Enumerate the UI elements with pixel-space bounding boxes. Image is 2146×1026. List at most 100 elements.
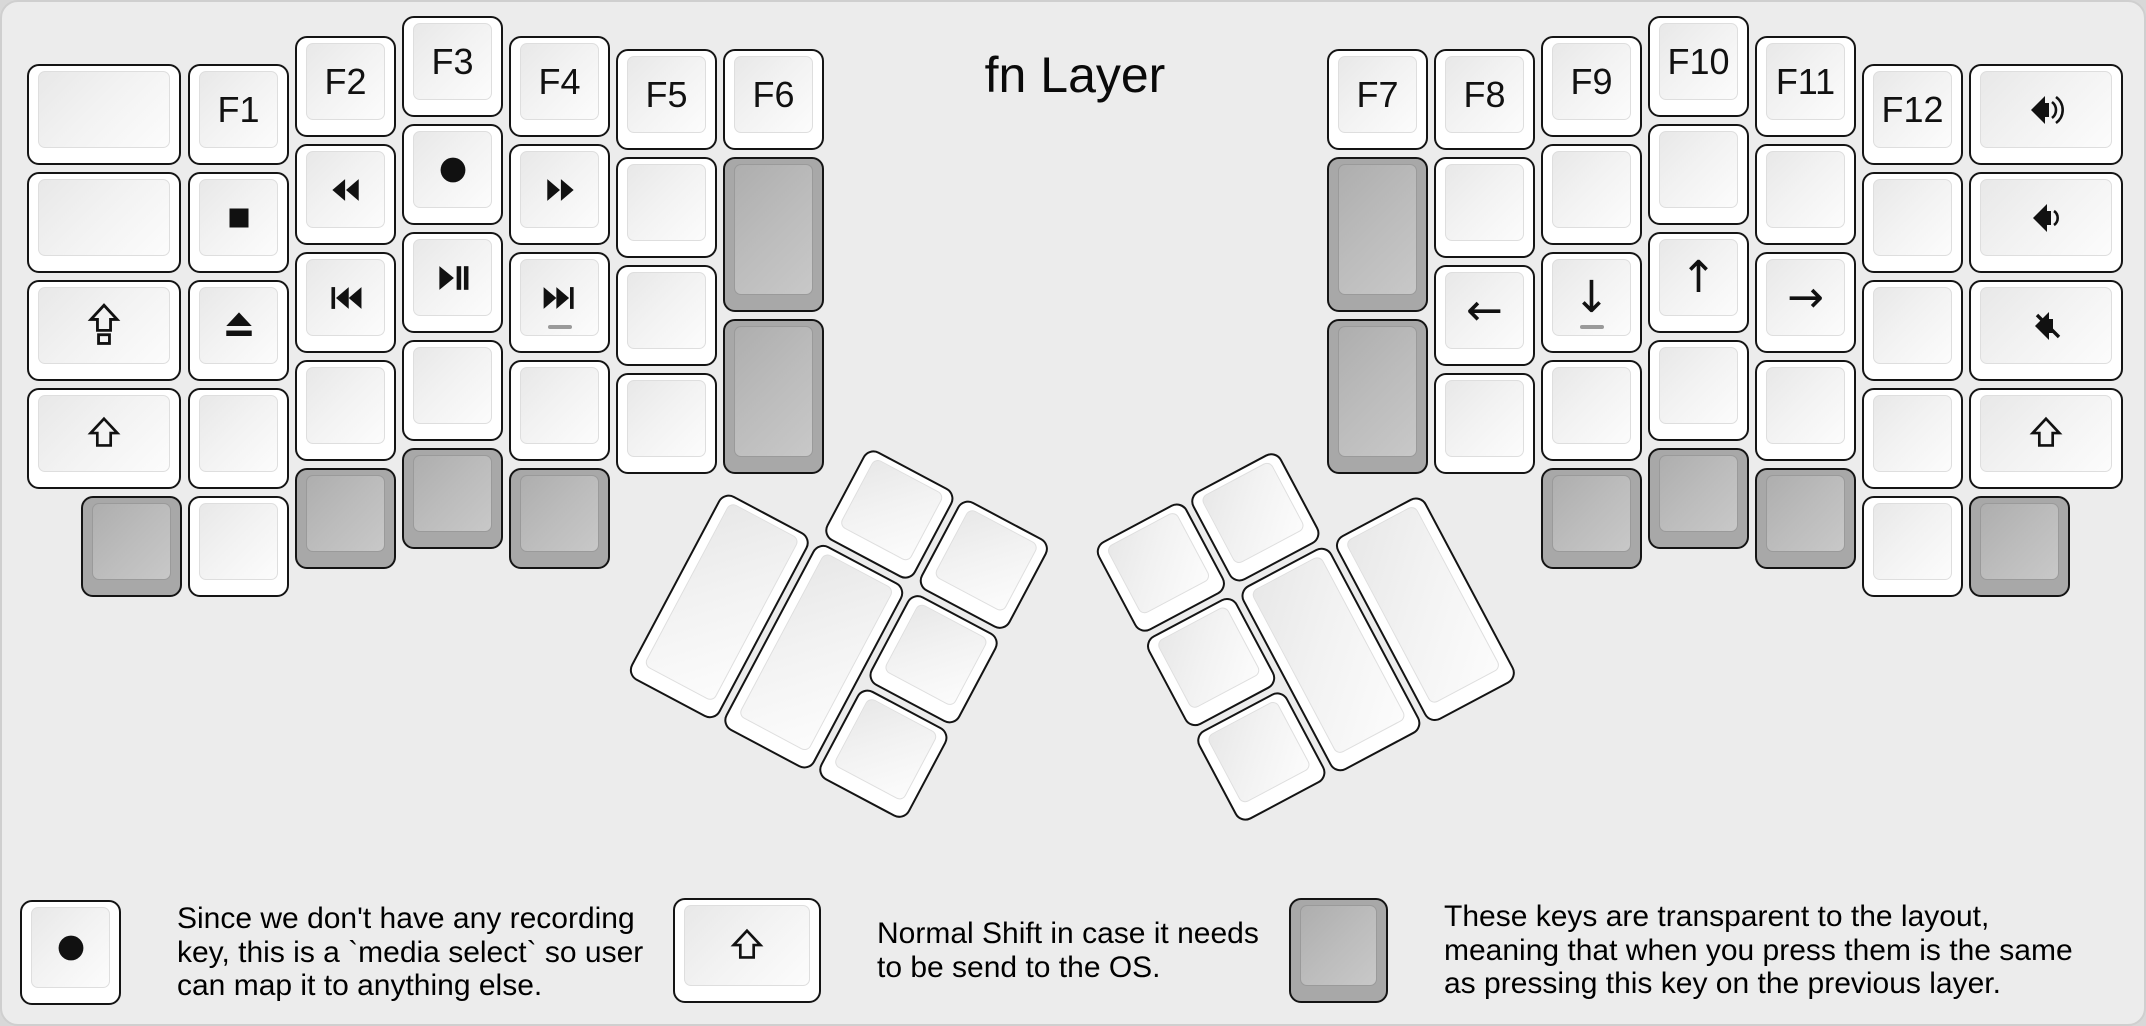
key-transparent[interactable]: [295, 468, 396, 569]
keytop: [1659, 347, 1738, 424]
key-f9[interactable]: F9: [1541, 36, 1642, 137]
key-transparent[interactable]: [1327, 157, 1428, 312]
key-f7[interactable]: F7: [1327, 49, 1428, 150]
key-arrow-left[interactable]: ←: [1434, 265, 1535, 366]
key-transparent[interactable]: [1327, 319, 1428, 474]
keytop: [92, 503, 171, 580]
key-transparent[interactable]: [1755, 468, 1856, 569]
keytop: →: [1766, 259, 1845, 336]
key-blank[interactable]: [1755, 144, 1856, 245]
key-record-sample[interactable]: [20, 900, 121, 1005]
key-volume-up[interactable]: [1969, 64, 2123, 165]
keytop: [306, 151, 385, 228]
key-blank[interactable]: [1862, 280, 1963, 381]
key-f4[interactable]: F4: [509, 36, 610, 137]
key-shift-left[interactable]: [27, 388, 181, 489]
shift-icon: [730, 928, 764, 959]
key-blank[interactable]: [616, 157, 717, 258]
key-shift-sample[interactable]: [673, 898, 821, 1003]
key-blank[interactable]: [1434, 373, 1535, 474]
key-record[interactable]: [402, 124, 503, 225]
key-blank[interactable]: [1755, 360, 1856, 461]
key-f5[interactable]: F5: [616, 49, 717, 150]
key-transparent[interactable]: [1969, 496, 2070, 597]
key-caps-lock[interactable]: [27, 280, 181, 381]
keytop: [933, 507, 1040, 613]
legend-text-line: to be send to the OS.: [877, 950, 1161, 984]
key-blank[interactable]: [509, 360, 610, 461]
key-transparent[interactable]: [723, 157, 824, 312]
key-f11[interactable]: F11: [1755, 36, 1856, 137]
key-blank[interactable]: [616, 265, 717, 366]
legend-key-holder: [20, 900, 121, 1005]
key-blank[interactable]: [1862, 388, 1963, 489]
eject-icon: [225, 311, 252, 336]
keytop: F1: [199, 71, 278, 148]
keytop: F8: [1445, 56, 1524, 133]
key-transparent[interactable]: [723, 319, 824, 474]
key-play-pause[interactable]: [402, 232, 503, 333]
key-blank[interactable]: [402, 340, 503, 441]
key-transparent[interactable]: [1541, 468, 1642, 569]
key-label: F1: [217, 88, 260, 130]
key-transparent[interactable]: [402, 448, 503, 549]
key-blank[interactable]: [188, 388, 289, 489]
key-eject[interactable]: [188, 280, 289, 381]
key-stop[interactable]: [188, 172, 289, 273]
key-blank[interactable]: [1862, 496, 1963, 597]
keytop: [413, 455, 492, 532]
key-f6[interactable]: F6: [723, 49, 824, 150]
key-blank[interactable]: [616, 373, 717, 474]
key-blank[interactable]: [295, 360, 396, 461]
key-arrow-right[interactable]: →: [1755, 252, 1856, 353]
key-blank[interactable]: [1862, 172, 1963, 273]
key-next-track[interactable]: [509, 252, 610, 353]
key-blank[interactable]: [188, 496, 289, 597]
keytop: [306, 367, 385, 444]
key-shift-right[interactable]: [1969, 388, 2123, 489]
key-f2[interactable]: F2: [295, 36, 396, 137]
key-volume-down[interactable]: [1969, 172, 2123, 273]
key-f12[interactable]: F12: [1862, 64, 1963, 165]
key-arrow-down[interactable]: ↓: [1541, 252, 1642, 353]
key-f1[interactable]: F1: [188, 64, 289, 165]
legend-key-holder: [1289, 898, 1388, 1003]
key-mute[interactable]: [1969, 280, 2123, 381]
key-fast-forward[interactable]: [509, 144, 610, 245]
keytop: [1659, 131, 1738, 208]
capslock-icon: [87, 302, 121, 345]
key-transparent[interactable]: [509, 468, 610, 569]
key-blank[interactable]: [1541, 144, 1642, 245]
key-label: F7: [1356, 73, 1399, 115]
key-transparent-sample[interactable]: [1289, 898, 1388, 1003]
key-arrow-up[interactable]: ↑: [1648, 232, 1749, 333]
legend-text-line: Since we don't have any recording: [177, 901, 635, 935]
keytop: [38, 395, 170, 472]
keytop: F5: [627, 56, 706, 133]
key-f10[interactable]: F10: [1648, 16, 1749, 117]
keytop: [38, 179, 170, 256]
keytop: [1552, 475, 1631, 552]
keytop: [1552, 151, 1631, 228]
keytop: [1980, 287, 2112, 364]
key-prev-track[interactable]: [295, 252, 396, 353]
legend-transparent: These keys are transparent to the layout…: [1289, 898, 2073, 1003]
key-blank[interactable]: [27, 64, 181, 165]
key-f8[interactable]: F8: [1434, 49, 1535, 150]
key-blank[interactable]: [1434, 157, 1535, 258]
keytop: [627, 272, 706, 349]
key-rewind[interactable]: [295, 144, 396, 245]
keytop: [1873, 179, 1952, 256]
key-transparent[interactable]: [81, 496, 182, 597]
keytop: [832, 696, 939, 802]
keytop: [1206, 699, 1312, 805]
key-transparent[interactable]: [1648, 448, 1749, 549]
key-f3[interactable]: F3: [402, 16, 503, 117]
key-blank[interactable]: [1648, 340, 1749, 441]
keytop: [306, 259, 385, 336]
key-label: F11: [1775, 60, 1836, 102]
key-blank[interactable]: [1541, 360, 1642, 461]
key-blank[interactable]: [1648, 124, 1749, 225]
key-blank[interactable]: [27, 172, 181, 273]
